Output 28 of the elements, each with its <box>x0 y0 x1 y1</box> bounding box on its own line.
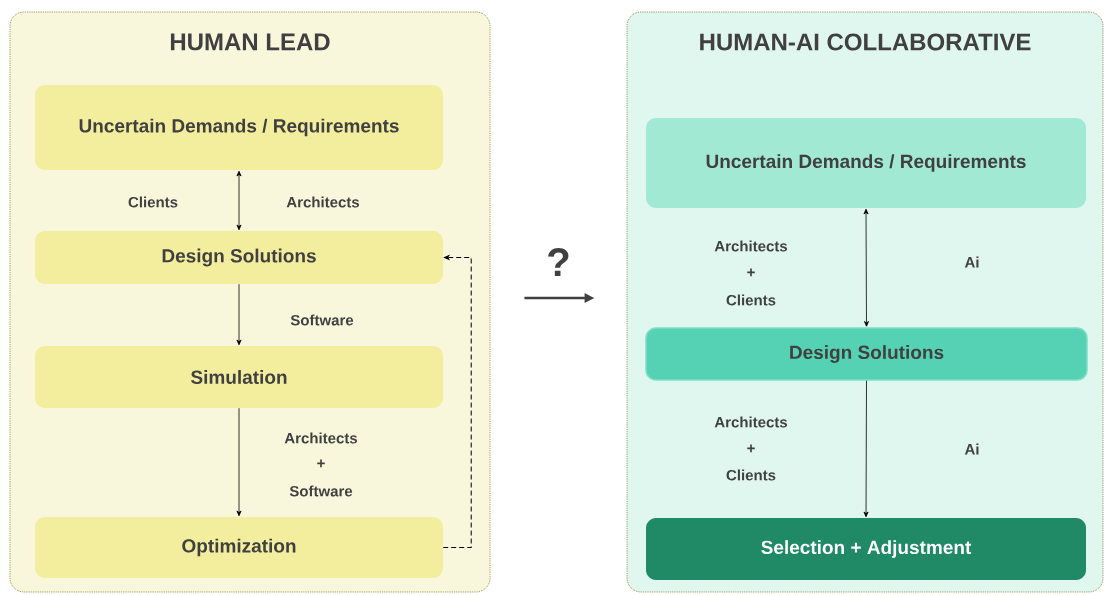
flow-label: Ai <box>964 443 979 455</box>
flow-label: Clients <box>128 196 178 208</box>
arrow <box>236 283 242 346</box>
process-box: Uncertain Demands / Requirements <box>35 85 443 170</box>
arrow <box>236 170 242 231</box>
process-box: Design Solutions <box>35 231 443 284</box>
flow-label: Architects <box>284 432 358 444</box>
process-box: Design Solutions <box>645 327 1088 381</box>
process-box: Selection + Adjustment <box>646 518 1086 580</box>
flow-label: + <box>317 459 325 468</box>
process-box: Optimization <box>35 517 443 578</box>
flow-label: Ai <box>964 256 979 268</box>
flow-label: Architects <box>714 240 788 252</box>
flow-label: Architects <box>286 196 360 208</box>
flow-label: + <box>747 268 755 277</box>
flow-label: Software <box>290 314 354 326</box>
flow-label: Clients <box>726 294 776 306</box>
edge-label: ? <box>548 248 569 276</box>
arrow <box>442 255 472 548</box>
flow-label: Software <box>289 485 353 497</box>
arrow <box>863 208 869 327</box>
arrow <box>236 407 242 517</box>
flow-label: Clients <box>726 469 776 481</box>
arrow <box>863 380 869 518</box>
flow-label: Architects <box>714 416 788 428</box>
process-box: Simulation <box>35 346 443 408</box>
process-box: Uncertain Demands / Requirements <box>646 118 1086 208</box>
flow-label: + <box>747 444 755 453</box>
